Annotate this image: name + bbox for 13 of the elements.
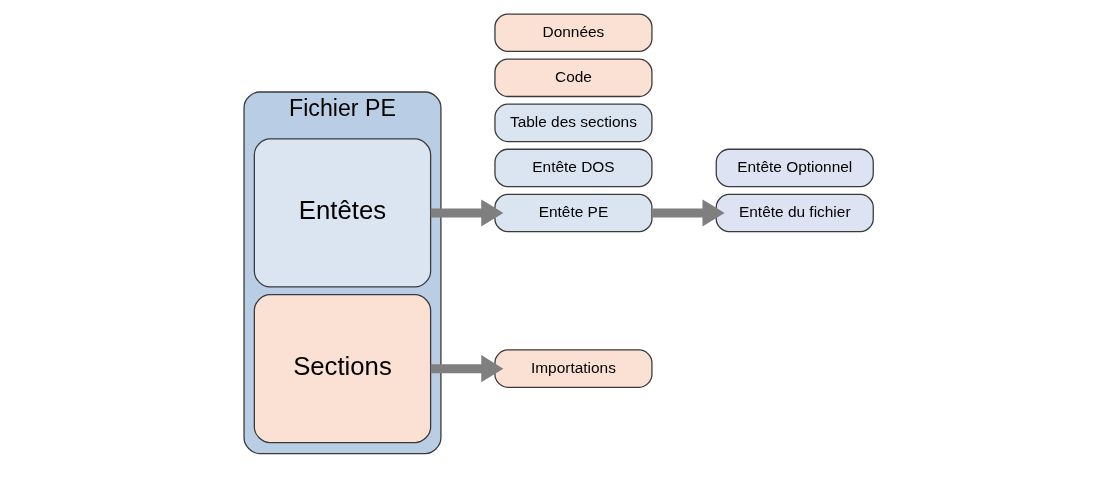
node-box: Table des sections [494,103,653,142]
node-box: Entête du fichier [715,193,874,232]
node-box: Entête DOS [494,148,653,187]
arrow [430,198,504,226]
arrow [652,198,725,226]
node-box: Données [494,13,653,52]
node-box: Entête Optionnel [715,148,874,187]
node-box: Entêtes [253,137,432,288]
node-box: Importations [494,348,653,388]
node-box: Sections [253,293,432,443]
node-box: Code [494,58,653,97]
arrow [430,354,504,382]
node-box: Entête PE [494,193,653,232]
